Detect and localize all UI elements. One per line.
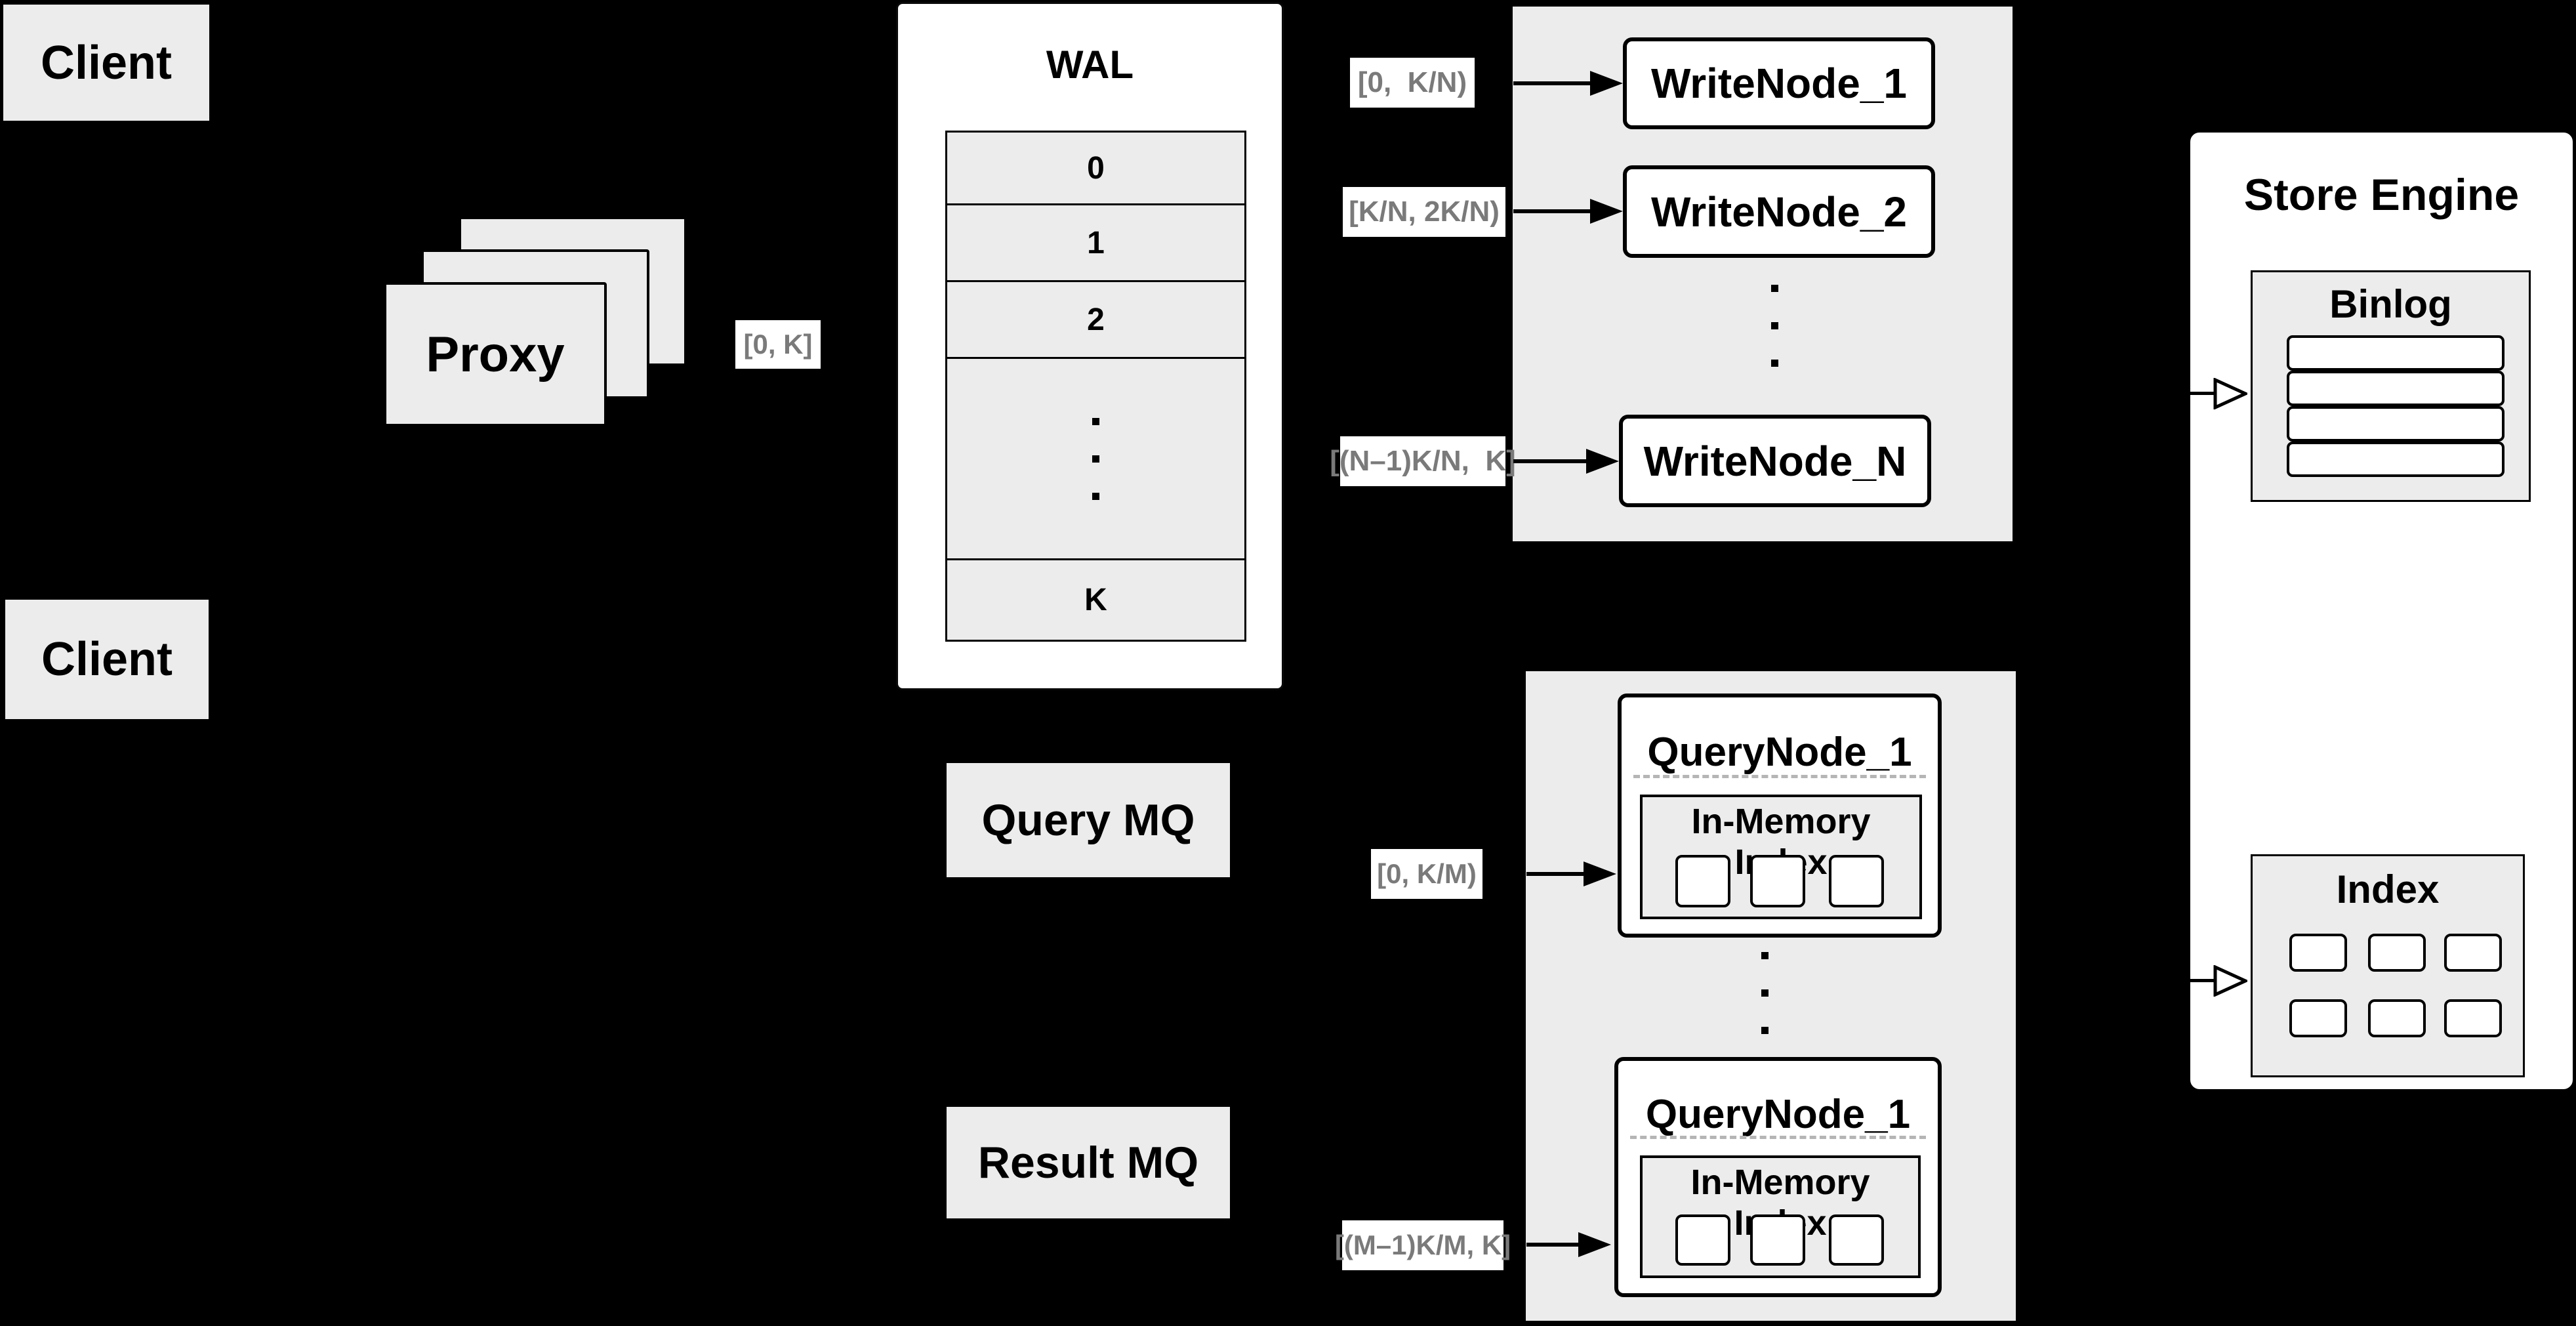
binlog-row <box>2287 406 2504 442</box>
open-arrow-right-icon <box>2213 965 2247 997</box>
index-cell <box>2289 999 2347 1037</box>
write-node-2-label: WriteNode_2 <box>1650 188 1908 236</box>
client-top-label: Client <box>40 36 172 89</box>
dot-icon <box>1092 455 1099 463</box>
arrow-right-icon <box>1590 71 1623 96</box>
index-cell <box>2368 934 2426 972</box>
dot-icon <box>1771 322 1778 329</box>
dot-icon <box>1771 360 1778 367</box>
arrow-right-icon <box>1578 1232 1611 1257</box>
query-node-ellipsis-dots <box>1761 952 1768 1034</box>
wal-row-2: 2 <box>945 280 1246 359</box>
result-mq-label: Result MQ <box>977 1138 1199 1188</box>
index-segment <box>1750 855 1805 907</box>
proxy-card-front: Proxy <box>384 282 607 426</box>
arrow-right-icon <box>1584 861 1616 886</box>
client-box-top: Client <box>3 5 209 121</box>
wal-row-1: 1 <box>945 203 1246 282</box>
wal-title: WAL <box>1046 43 1134 87</box>
index-box: Index <box>2251 854 2525 1077</box>
arrow-line <box>2189 392 2215 395</box>
client-box-bottom: Client <box>5 600 209 719</box>
proxy-range-label: [0, K] <box>735 320 821 369</box>
binlog-row <box>2287 442 2504 477</box>
query-node-1-box: QueryNode_1 In-Memory Index <box>1618 694 1942 938</box>
index-title: Index <box>2336 867 2440 911</box>
open-arrow-right-icon <box>2213 378 2247 409</box>
binlog-row <box>2287 335 2504 371</box>
query-node-m-range-label: [(M–1)K/M, K] <box>1335 1220 1511 1270</box>
index-cell <box>2368 999 2426 1037</box>
wal-row-k: K <box>945 558 1246 642</box>
query-mq-label: Query MQ <box>981 795 1195 845</box>
dot-icon <box>1771 285 1778 292</box>
arrow-line <box>1513 209 1592 213</box>
write-node-n-label: WriteNode_N <box>1643 437 1907 485</box>
dashed-divider <box>1633 775 1926 778</box>
arrow-line <box>1526 872 1585 876</box>
write-node-n-range-label: [(N–1)K/N, K] <box>1330 436 1516 486</box>
binlog-row <box>2287 371 2504 406</box>
in-memory-index-title-1: In-Memory Index <box>1691 802 1871 882</box>
index-segment <box>1829 1214 1884 1266</box>
binlog-box: Binlog <box>2251 270 2531 502</box>
binlog-title: Binlog <box>2329 282 2452 326</box>
write-node-ellipsis-dots <box>1771 285 1778 367</box>
dot-icon <box>1092 417 1099 425</box>
result-mq-box: Result MQ <box>947 1107 1230 1218</box>
in-memory-index-box-2: In-Memory Index <box>1640 1155 1921 1278</box>
write-node-1-label: WriteNode_1 <box>1650 60 1908 107</box>
arrow-line <box>2189 979 2215 982</box>
query-node-m-label: QueryNode_1 <box>1645 1092 1911 1137</box>
wal-ellipsis-dots <box>1092 417 1099 500</box>
index-cell <box>2444 999 2502 1037</box>
write-node-2-box: WriteNode_2 <box>1623 165 1935 258</box>
query-node-m-box: QueryNode_1 In-Memory Index <box>1614 1057 1942 1297</box>
arrow-right-icon <box>1586 449 1619 474</box>
query-mq-box: Query MQ <box>947 763 1230 877</box>
store-engine-box: Store Engine Binlog Index <box>2188 130 2575 1092</box>
wal-row-ellipsis <box>945 357 1246 560</box>
arrow-line <box>1526 1243 1580 1247</box>
in-memory-index-title-2: In-Memory Index <box>1690 1163 1870 1243</box>
write-node-1-box: WriteNode_1 <box>1623 37 1935 129</box>
in-memory-index-box-1: In-Memory Index <box>1640 795 1922 919</box>
write-node-2-range-label: [K/N, 2K/N) <box>1343 187 1505 237</box>
index-cell <box>2289 934 2347 972</box>
write-node-n-box: WriteNode_N <box>1619 415 1931 507</box>
wal-row-0: 0 <box>945 131 1246 205</box>
dashed-divider <box>1630 1136 1926 1139</box>
client-bottom-label: Client <box>41 633 173 686</box>
wal-box: WAL 0 1 2 K <box>896 2 1284 690</box>
dot-icon <box>1761 1027 1768 1034</box>
index-segment <box>1675 855 1730 907</box>
index-segment <box>1675 1214 1730 1266</box>
index-segment <box>1750 1214 1805 1266</box>
index-cell <box>2444 934 2502 972</box>
arrow-line <box>1513 459 1588 463</box>
arrow-right-icon <box>1590 199 1623 224</box>
dot-icon <box>1092 492 1099 500</box>
write-node-1-range-label: [0, K/N) <box>1350 58 1475 108</box>
proxy-label: Proxy <box>426 326 565 383</box>
query-node-1-label: QueryNode_1 <box>1647 730 1912 775</box>
arrow-line <box>1513 81 1592 85</box>
dot-icon <box>1761 989 1768 997</box>
query-node-1-range-label: [0, K/M) <box>1371 849 1482 899</box>
index-segment <box>1829 855 1884 907</box>
dot-icon <box>1761 952 1768 959</box>
store-engine-title: Store Engine <box>2243 170 2520 220</box>
